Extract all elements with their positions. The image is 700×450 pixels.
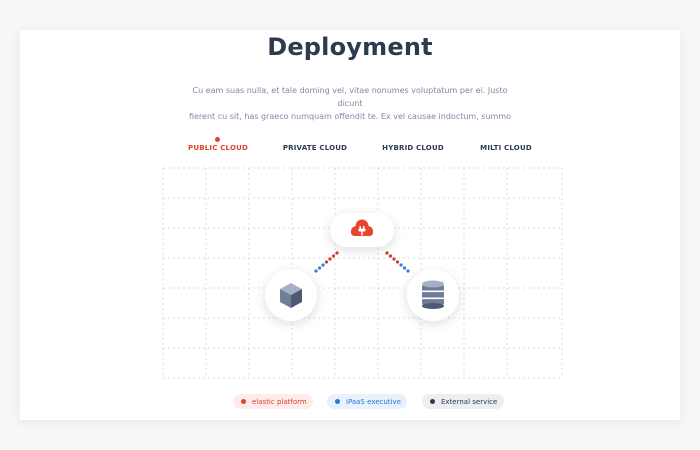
legend-external-service: External service — [422, 394, 504, 409]
tab-label: HYBRID CLOUD — [382, 144, 444, 152]
database-node[interactable] — [407, 269, 459, 321]
cloud-node[interactable] — [330, 213, 394, 247]
active-tab-indicator — [215, 137, 221, 142]
legend: elastic platform iPaaS executive Externa… — [20, 394, 680, 410]
cube-node[interactable] — [265, 269, 317, 321]
page-description: Cu eam suas nulla, et tale doming vel, v… — [180, 84, 520, 123]
connector-left — [314, 251, 339, 273]
page-title: Deployment — [267, 33, 433, 61]
tab-label: PRIVATE CLOUD — [282, 144, 348, 152]
deployment-tabs: PUBLIC CLOUD PRIVATE CLOUD HYBRID CLOUD … — [20, 134, 680, 164]
dotted-grid — [162, 167, 563, 379]
tab-label: PUBLIC CLOUD — [188, 144, 248, 152]
legend-dot — [430, 399, 435, 404]
legend-label: External service — [441, 397, 498, 406]
legend-ipaas-executive: iPaaS executive — [327, 394, 407, 409]
cloud-plug-icon — [351, 219, 373, 236]
cube-icon — [280, 283, 302, 308]
tab-hybrid-cloud[interactable]: HYBRID CLOUD — [382, 144, 444, 152]
legend-dot — [241, 399, 246, 404]
tab-public-cloud[interactable]: PUBLIC CLOUD — [188, 137, 248, 152]
connector-right — [385, 251, 410, 273]
database-icon — [422, 280, 444, 309]
deployment-diagram — [162, 167, 563, 379]
tab-private-cloud[interactable]: PRIVATE CLOUD — [283, 144, 347, 152]
tab-multi-cloud[interactable]: MILTI CLOUD — [480, 144, 532, 152]
tab-label: MILTI CLOUD — [480, 144, 532, 152]
legend-dot — [335, 399, 340, 404]
description-line-1: Cu eam suas nulla, et tale doming vel, v… — [192, 86, 508, 108]
legend-label: elastic platform — [252, 397, 307, 406]
legend-label: iPaaS executive — [346, 397, 401, 406]
legend-elastic-platform: elastic platform — [233, 394, 313, 409]
deployment-card: Deployment Cu eam suas nulla, et tale do… — [20, 30, 680, 420]
description-line-2: fierent cu sit, has graeco numquam offen… — [188, 112, 512, 121]
